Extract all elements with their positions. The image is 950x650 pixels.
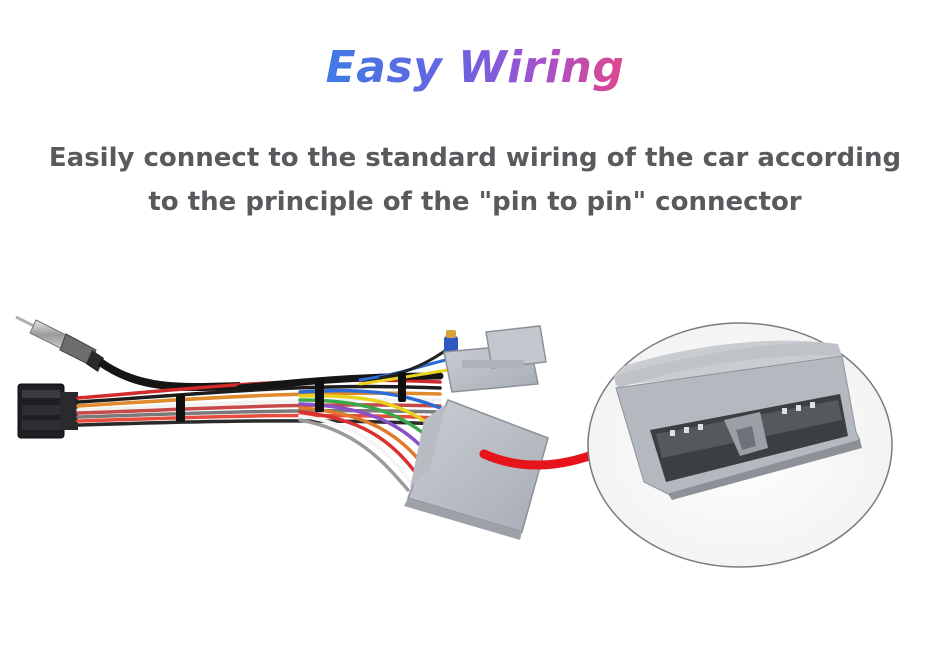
connector-closeup-icon	[587, 322, 893, 568]
subtitle-line-1: Easily connect to the standard wiring of…	[48, 143, 902, 173]
wire-bundle	[76, 344, 454, 492]
wiring-harness-icon	[15, 315, 549, 540]
upper-grey-connector	[443, 325, 547, 393]
subtitle-line-2: to the principle of the "pin to pin" con…	[148, 187, 802, 217]
main-grey-connector	[404, 399, 549, 540]
zip-ties	[176, 372, 406, 422]
page-subtitle: Easily connect to the standard wiring of…	[20, 136, 930, 224]
page-title: Easy Wiring	[325, 42, 625, 93]
black-connector	[17, 383, 78, 439]
antenna-plug	[15, 315, 241, 392]
